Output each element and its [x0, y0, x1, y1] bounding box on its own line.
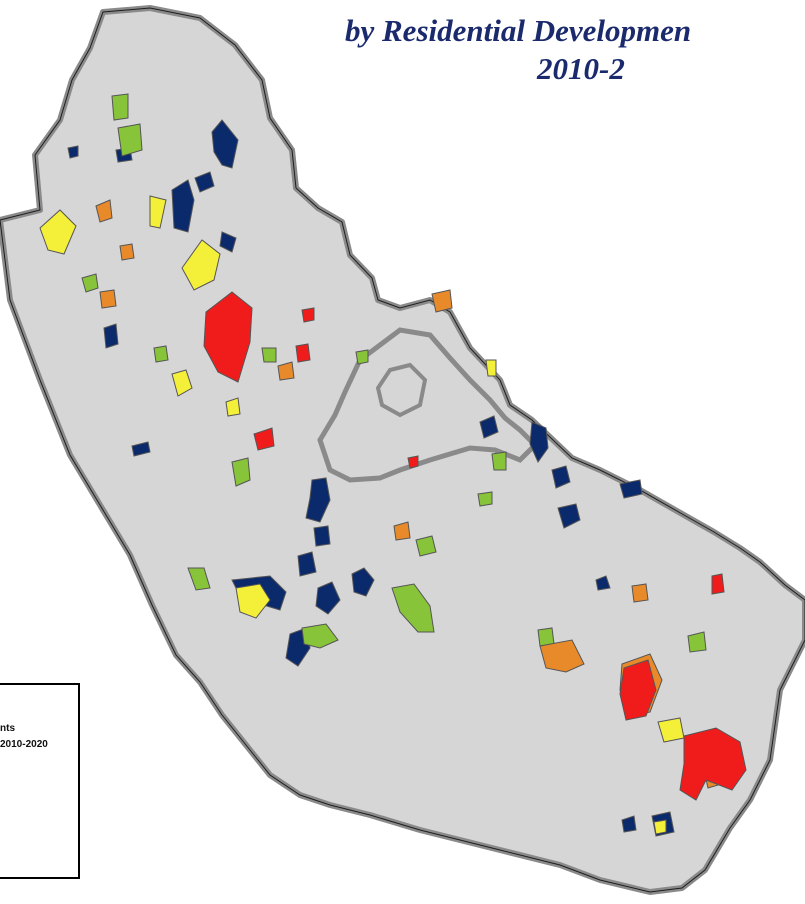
parcel-orange	[393, 521, 411, 541]
parcel-green	[391, 583, 435, 633]
parcel-dark-blue	[619, 479, 643, 499]
parcel-green	[491, 451, 507, 471]
parcel-red	[711, 573, 725, 595]
parcel-orange	[431, 289, 453, 313]
parcel-dark-blue	[194, 171, 215, 193]
parcel-red	[619, 659, 657, 721]
parcel-green	[111, 93, 129, 121]
parcel-dark-blue	[313, 525, 331, 547]
parcel-green	[537, 627, 555, 647]
parcel-green	[687, 631, 707, 653]
parcel-dark-blue	[529, 421, 549, 464]
parcel-dark-blue	[103, 323, 119, 349]
parcel-orange	[631, 583, 649, 603]
parcel-dark-blue	[219, 231, 237, 253]
parcel-green	[355, 349, 369, 365]
parcel-red	[301, 307, 315, 323]
parcel-yellow	[225, 397, 241, 417]
parcel-dark-blue	[315, 581, 341, 615]
parcel-dark-blue	[351, 567, 375, 597]
parcel-dark-blue	[131, 441, 151, 457]
parcel-dark-blue	[479, 415, 499, 439]
parcel-yellow	[653, 819, 667, 835]
parcel-green	[261, 347, 277, 363]
parcel-yellow	[171, 369, 193, 397]
parcel-yellow	[485, 359, 497, 377]
parcel-dark-blue	[595, 575, 611, 591]
map-legend: nts 2010-2020	[0, 683, 80, 879]
parcel-yellow	[235, 583, 271, 619]
parcel-red	[203, 291, 253, 383]
parcel-green	[187, 567, 211, 591]
parcel-orange	[95, 199, 113, 223]
parcel-red	[679, 727, 747, 801]
parcel-dark-blue	[211, 119, 239, 169]
parcel-dark-blue	[557, 503, 581, 529]
parcel-orange	[277, 361, 295, 381]
map-title-line-2: 2010-2	[537, 51, 625, 86]
parcel-green	[301, 623, 339, 649]
legend-line-2: 2010-2020	[0, 739, 48, 750]
parcel-dark-blue	[297, 551, 317, 577]
legend-line-1: nts	[0, 723, 15, 734]
parcel-dark-blue	[171, 179, 195, 233]
parcel-dark-blue	[551, 465, 571, 489]
parcel-orange	[119, 243, 135, 261]
parcel-dark-blue	[67, 145, 79, 159]
parcel-green	[153, 345, 169, 363]
parcel-orange	[99, 289, 117, 309]
county-outline-inner	[0, 7, 805, 893]
parcel-green	[117, 123, 143, 157]
parcel-yellow	[39, 209, 77, 255]
parcel-red	[253, 427, 275, 451]
parcel-orange	[539, 639, 585, 673]
parcel-yellow	[149, 195, 167, 229]
parcel-dark-blue	[621, 815, 637, 833]
parcel-green	[415, 535, 437, 557]
map-title-line-1: by Residential Developmen	[345, 13, 692, 48]
parcel-yellow	[181, 239, 221, 291]
parcel-red	[407, 455, 419, 469]
excluded-municipality-boundary	[317, 327, 539, 483]
parcel-red	[295, 343, 311, 363]
parcel-green	[477, 491, 493, 507]
parcel-green	[81, 273, 99, 293]
parcel-green	[231, 457, 251, 487]
parcel-dark-blue	[305, 477, 331, 523]
excluded-municipality-inner	[375, 362, 428, 418]
county-boundary	[0, 5, 805, 895]
development-parcels	[39, 93, 747, 837]
